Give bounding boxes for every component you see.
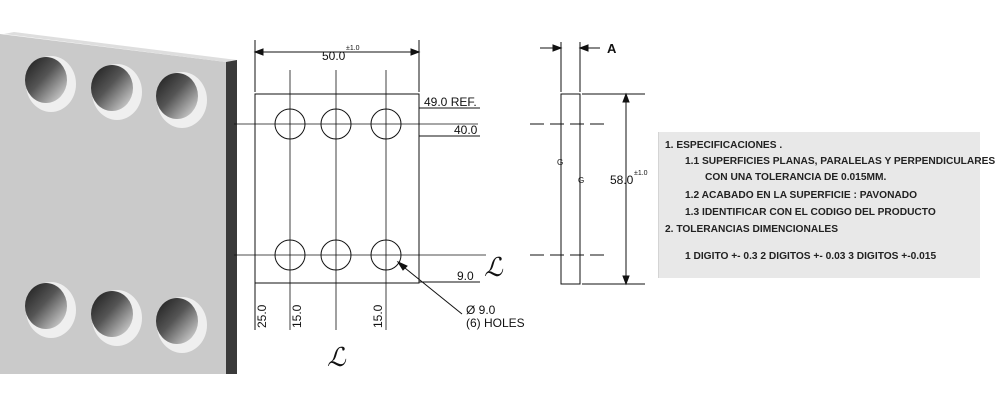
plate-hole-icon	[91, 290, 142, 346]
spec-1-1b: CON UNA TOLERANCIA DE 0.015MM.	[705, 172, 887, 183]
plate-hole-icon	[156, 297, 207, 353]
side-view-outline	[560, 93, 581, 285]
front-hole	[320, 239, 352, 271]
dim-width-tolerance: ±1.0	[346, 45, 360, 52]
plate-hole-icon	[25, 56, 76, 112]
centerline-symbol-horizontal: ℒ	[484, 252, 504, 282]
dim-row-bottom: 9.0	[457, 269, 474, 283]
spec-1-3: 1.3 IDENTIFICAR CON EL CODIGO DEL PRODUC…	[685, 207, 936, 218]
hole-count: (6) HOLES	[466, 316, 525, 330]
front-hole	[370, 239, 402, 271]
dim-height-tolerance: ±1.0	[634, 170, 648, 177]
spec-1-2: 1.2 ACABADO EN LA SUPERFICIE : PAVONADO	[685, 190, 918, 201]
dim-width: 50.0	[322, 49, 346, 63]
g-mark-2: G	[578, 176, 584, 185]
plate-top-bevel	[4, 32, 237, 62]
spec-1-1a: 1.1 SUPERFICIES PLANAS, PARALELAS Y PERP…	[685, 156, 995, 167]
dim-col-pitch-1: 15.0	[290, 304, 304, 328]
front-view-outline	[254, 93, 420, 284]
plate-3d-view	[0, 32, 237, 374]
dim-row-top: 40.0	[454, 123, 478, 137]
front-view	[234, 40, 486, 330]
hole-diameter: Ø 9.0	[466, 303, 496, 317]
dim-height: 58.0	[610, 173, 634, 187]
spec-title-2: 2. TOLERANCIAS DIMENCIONALES	[665, 224, 839, 235]
centerline-symbol-vertical: ℒ	[327, 342, 347, 372]
plate-hole-icon	[156, 72, 207, 128]
spec-title: 1. ESPECIFICACIONES .	[665, 140, 783, 151]
plate-hole-icon	[25, 282, 76, 338]
dim-thickness: A	[607, 41, 617, 56]
plate-side-edge	[226, 60, 237, 374]
dim-col-left-offset: 25.0	[255, 304, 269, 328]
specifications-panel: 1. ESPECIFICACIONES . 1.1 SUPERFICIES PL…	[658, 132, 995, 278]
g-mark-1: G	[557, 158, 563, 167]
front-hole	[274, 239, 306, 271]
dim-ref: 49.0 REF.	[424, 95, 477, 109]
front-hole	[274, 108, 306, 140]
side-view	[530, 42, 645, 286]
spec-tolerances: 1 DIGITO +- 0.3 2 DIGITOS +- 0.03 3 DIGI…	[685, 251, 937, 262]
front-hole	[320, 108, 352, 140]
front-hole	[370, 108, 402, 140]
dim-col-pitch-2: 15.0	[371, 304, 385, 328]
plate-hole-icon	[91, 64, 142, 120]
